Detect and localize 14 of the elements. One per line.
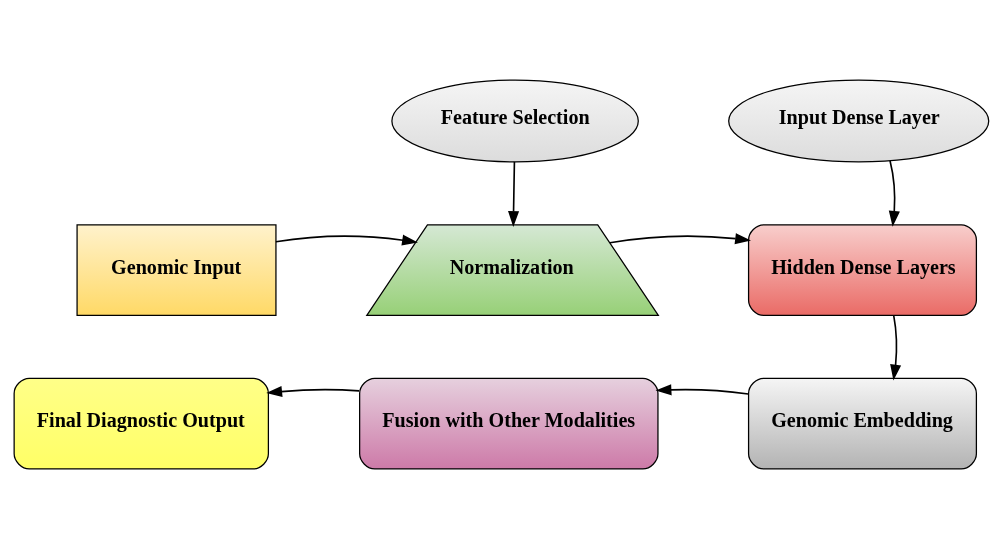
node-box: Fusion with Other Modalities	[359, 377, 659, 470]
node-box: Final Diagnostic Output	[13, 377, 269, 470]
arrow	[508, 160, 520, 227]
node-ellipse: Input Dense Layer	[728, 78, 990, 162]
arrow	[888, 159, 900, 227]
arrow	[266, 385, 360, 397]
node-box: Genomic Input	[76, 223, 277, 316]
node-box: Hidden Dense Layers	[747, 223, 978, 316]
arrow	[609, 232, 751, 244]
arrow	[275, 234, 418, 246]
node-ellipse: Feature Selection	[391, 78, 639, 162]
node-box: Genomic Embedding	[747, 377, 978, 470]
arrow	[655, 383, 750, 395]
arrow	[890, 314, 902, 380]
